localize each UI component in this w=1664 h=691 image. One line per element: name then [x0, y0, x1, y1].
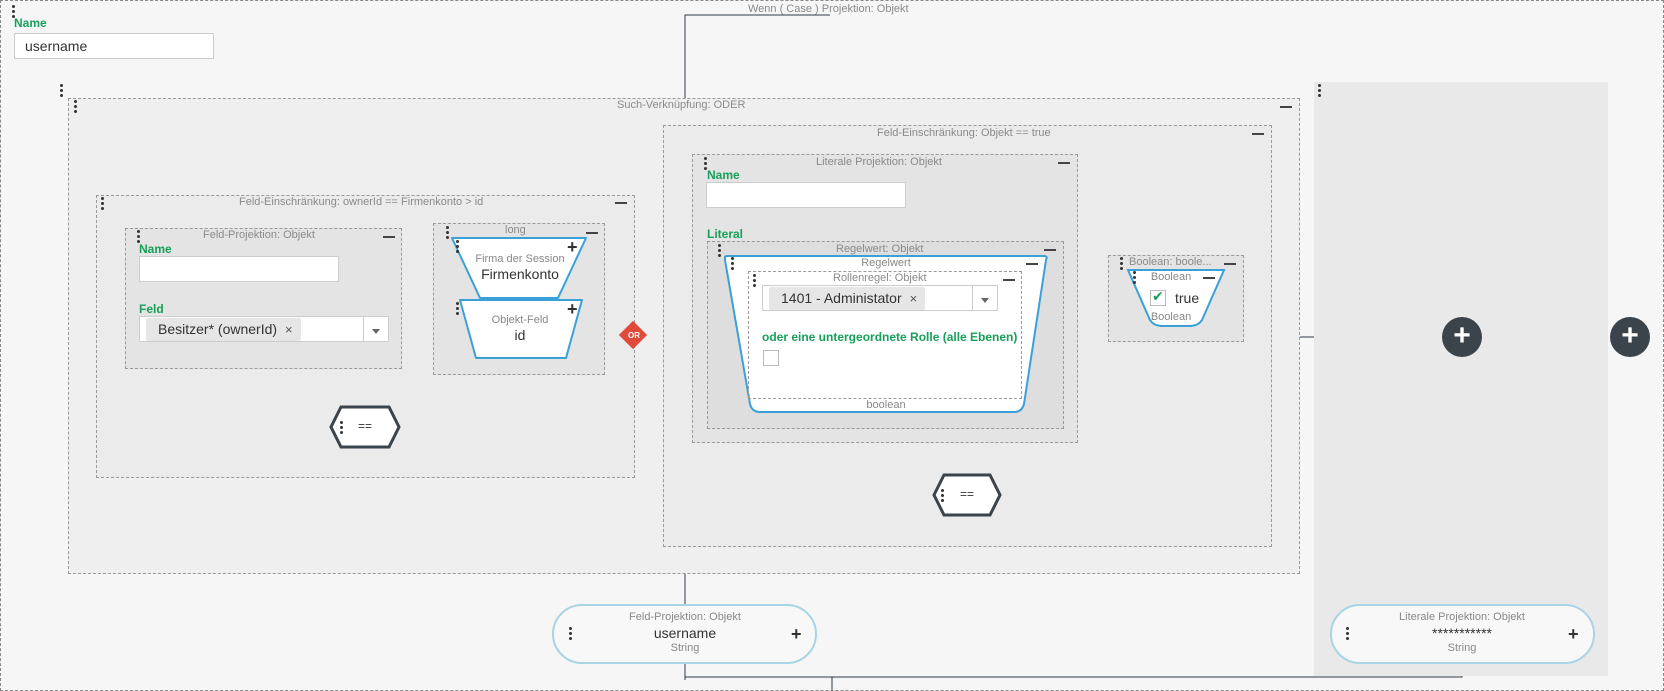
boolean-type: Boolean: [1150, 311, 1192, 323]
bottom-right-node-value: ***********: [1432, 625, 1492, 641]
check-icon: ✔: [1152, 288, 1164, 304]
left-constraint-title: Feld-Einschränkung: ownerId == Firmenkon…: [239, 196, 484, 208]
firma-node-value: Firmenkonto: [481, 266, 559, 282]
add-branch-button[interactable]: +: [1610, 317, 1650, 357]
subrole-checkbox[interactable]: [763, 350, 779, 366]
field-chip-label: Besitzer* (ownerId): [158, 321, 278, 337]
literal-name-label: Name: [707, 168, 740, 182]
field-projection-name-label: Name: [139, 242, 172, 256]
firma-node-caption: Firma der Session: [475, 253, 565, 265]
field-projection-collapse-button[interactable]: [383, 236, 395, 238]
role-chip-label: 1401 - Administator: [781, 290, 902, 306]
bottom-left-node-value: username: [653, 625, 717, 641]
firma-node-handle[interactable]: [456, 240, 460, 254]
bottom-left-node-add-button[interactable]: +: [791, 624, 802, 644]
right-constraint-collapse-button[interactable]: [1252, 133, 1264, 135]
role-chip-remove-icon[interactable]: ×: [909, 291, 918, 306]
rule-value-title: Regelwert: Objekt: [836, 243, 924, 255]
chevron-down-icon[interactable]: [363, 317, 388, 341]
role-chip: 1401 - Administator ×: [769, 287, 926, 310]
role-rule-title: Rollenregel: Objekt: [833, 272, 927, 284]
rule-value-inner-handle[interactable]: [731, 257, 735, 271]
bottom-left-node-title: Feld-Projektion: Objekt: [629, 611, 741, 623]
field-projection-name-input[interactable]: [139, 256, 339, 282]
search-link-collapse-button[interactable]: [1280, 106, 1292, 108]
bottom-right-node-add-button[interactable]: +: [1568, 624, 1579, 644]
rule-value-type: boolean: [866, 399, 906, 411]
bottom-right-node-title: Literale Projektion: Objekt: [1399, 611, 1525, 623]
rule-value-inner-title: Regelwert: [861, 257, 911, 269]
subrole-label: oder eine untergeordnete Rolle (alle Ebe…: [762, 330, 1018, 344]
right-column-panel: [1314, 82, 1608, 676]
field-projection-title: Feld-Projektion: Objekt: [203, 229, 315, 241]
name-input[interactable]: username: [14, 33, 214, 59]
name-label: Name: [14, 16, 47, 30]
bottom-left-node-type: String: [670, 642, 700, 654]
chevron-down-icon[interactable]: [972, 286, 997, 310]
long-box-collapse-button[interactable]: [586, 232, 598, 234]
firma-node-add-button[interactable]: +: [567, 237, 578, 257]
field-label: Feld: [139, 302, 164, 316]
field-select[interactable]: Besitzer* (ownerId) ×: [139, 316, 389, 342]
boolean-trapezoid: [1126, 269, 1226, 327]
boolean-box-handle[interactable]: [1120, 257, 1124, 271]
chip-remove-icon[interactable]: ×: [285, 322, 293, 337]
bottom-right-node-type: String: [1447, 642, 1477, 654]
search-link-drag-handle[interactable]: [60, 84, 64, 98]
long-box-handle[interactable]: [446, 226, 450, 240]
role-rule-box: [748, 271, 1022, 399]
boolean-checkbox[interactable]: ✔: [1150, 288, 1166, 306]
literal-projection-handle[interactable]: [704, 157, 708, 171]
rule-value-handle[interactable]: [718, 244, 722, 258]
left-constraint-handle[interactable]: [101, 197, 105, 211]
boolean-node-handle[interactable]: [1133, 271, 1137, 285]
literal-name-input[interactable]: [706, 182, 906, 208]
left-constraint-collapse-button[interactable]: [615, 202, 627, 204]
bottom-literal-projection-node[interactable]: [1330, 604, 1595, 664]
or-label: OR: [628, 331, 640, 340]
boolean-value: true: [1175, 290, 1200, 306]
objektfeld-node-add-button[interactable]: +: [567, 299, 578, 319]
role-select[interactable]: 1401 - Administator ×: [762, 285, 998, 311]
left-op-handle[interactable]: [340, 421, 344, 435]
literal-projection-title: Literale Projektion: Objekt: [816, 156, 942, 168]
right-equals-operator[interactable]: [932, 472, 1004, 518]
search-link-title: Such-Verknüpfung: ODER: [617, 99, 746, 111]
rule-value-inner-collapse-button[interactable]: [1026, 263, 1038, 265]
case-projection-title: Wenn ( Case ) Projektion: Objekt: [748, 3, 909, 15]
rule-value-collapse-button[interactable]: [1044, 249, 1056, 251]
boolean-box-title: Boolean: boole...: [1129, 256, 1212, 268]
bottom-field-projection-node[interactable]: [552, 604, 817, 664]
boolean-node-collapse-button[interactable]: [1203, 277, 1215, 279]
field-chip: Besitzer* (ownerId) ×: [146, 318, 301, 341]
bottom-right-node-handle[interactable]: [1346, 627, 1350, 641]
bottom-left-node-handle[interactable]: [569, 627, 573, 641]
boolean-box-collapse-button[interactable]: [1224, 263, 1236, 265]
right-constraint-title: Feld-Einschränkung: Objekt == true: [877, 127, 1051, 139]
right-column-handle[interactable]: [1318, 84, 1322, 98]
field-projection-box: [125, 228, 402, 369]
right-op-handle[interactable]: [941, 489, 945, 503]
boolean-node-caption: Boolean: [1150, 271, 1192, 283]
role-rule-handle[interactable]: [753, 274, 757, 288]
search-link-inner-handle[interactable]: [74, 100, 78, 114]
literal-projection-collapse-button[interactable]: [1058, 162, 1070, 164]
role-rule-collapse-button[interactable]: [1003, 279, 1015, 281]
objektfeld-node-caption: Objekt-Feld: [491, 314, 549, 326]
left-equals-operator[interactable]: [329, 404, 403, 450]
field-projection-handle[interactable]: [137, 230, 141, 244]
long-box-trapezoids: [451, 237, 587, 359]
objektfeld-node-handle[interactable]: [456, 302, 460, 316]
literal-label: Literal: [707, 227, 744, 241]
add-case-button[interactable]: +: [1442, 317, 1482, 357]
right-op-label: ==: [959, 487, 974, 501]
objektfeld-node-value: id: [514, 327, 526, 343]
left-op-label: ==: [357, 419, 372, 433]
long-box-title: long: [505, 224, 526, 236]
root-drag-handle[interactable]: [12, 5, 16, 19]
